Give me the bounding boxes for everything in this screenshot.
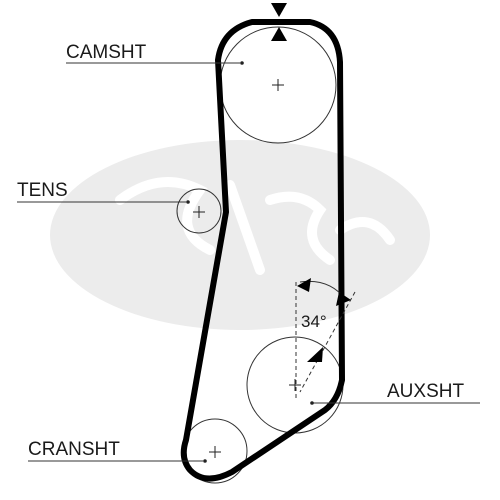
camshaft-center-mark bbox=[272, 79, 284, 91]
label-crankshaft: CRANSHT bbox=[28, 439, 120, 460]
angle-value: 34° bbox=[301, 312, 327, 331]
crankshaft-center-mark bbox=[209, 446, 221, 458]
tensioner-pulley bbox=[176, 188, 222, 234]
label-tensioner: TENS bbox=[17, 180, 68, 201]
label-auxiliary: AUXSHT bbox=[387, 381, 464, 402]
dot-auxiliary bbox=[310, 401, 314, 405]
dot-tensioner bbox=[186, 200, 190, 204]
angle-arrow-left bbox=[297, 278, 311, 292]
dot-crankshaft bbox=[203, 459, 207, 463]
timing-mark bbox=[271, 3, 287, 41]
dot-camshaft bbox=[240, 61, 244, 65]
auxiliary-arrow bbox=[307, 347, 323, 362]
label-camshaft: CAMSHT bbox=[66, 42, 147, 63]
watermark-logo bbox=[50, 140, 430, 330]
watermark-strokes bbox=[115, 177, 395, 275]
auxiliary-center-mark bbox=[289, 379, 301, 391]
angle-offset-line bbox=[299, 291, 356, 393]
timing-belt bbox=[180, 19, 345, 482]
tensioner-center-mark bbox=[193, 206, 205, 218]
angle-arrow-right bbox=[336, 292, 351, 306]
